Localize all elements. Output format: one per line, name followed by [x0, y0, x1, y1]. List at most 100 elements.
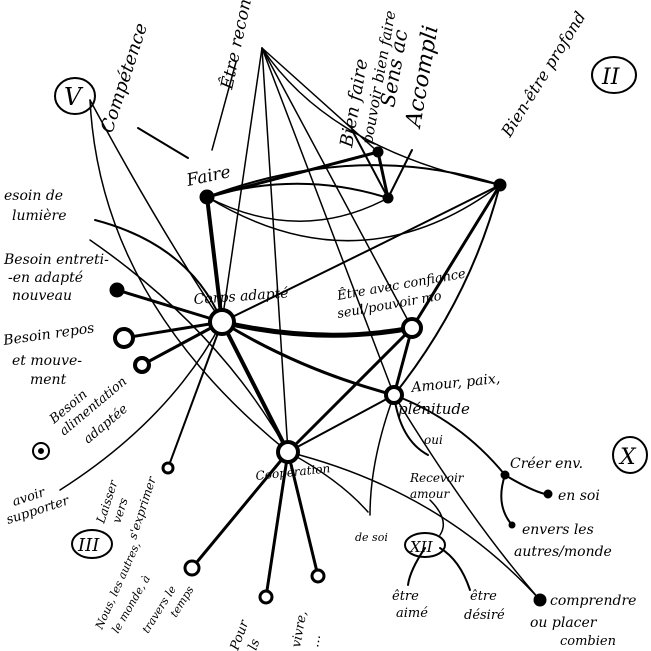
- edge-alim-corps: [140, 320, 224, 367]
- edge-amour-comprendre: [393, 394, 541, 601]
- edge-bienfaire-confiance: [376, 150, 390, 200]
- edge-confiance-amour: [392, 326, 414, 397]
- label-cooperation: Coopération: [255, 461, 331, 483]
- edge-top-coop: [261, 47, 289, 453]
- edge-entretien-corps: [115, 288, 224, 324]
- roman-markers: V II III XII X: [54, 56, 648, 559]
- edge-xii-desire: [439, 547, 471, 591]
- marker-xii-ring: [404, 532, 446, 558]
- node-corps-adapte: [208, 308, 236, 336]
- label-bien-etre: Bien-être profond: [497, 8, 590, 141]
- node-vivre: [310, 568, 326, 584]
- edge-accomplir: [351, 129, 389, 199]
- marker-ii: II: [601, 65, 621, 90]
- edge-coop-comprendre: [287, 451, 541, 601]
- node-bien-faire: [372, 146, 384, 158]
- edge-amour-desoi: [369, 394, 395, 516]
- label-pour-2: ls: [246, 637, 264, 651]
- marker-xii: XII: [409, 538, 434, 556]
- label-lumiere-1: esoin de: [4, 188, 63, 204]
- marker-x: X: [618, 445, 637, 470]
- edge-confiance-coop: [286, 326, 414, 454]
- edge-top-bienetre: [261, 47, 501, 186]
- edge-corps-confiance: [219, 319, 415, 338]
- node-nous-autres: [183, 559, 201, 577]
- label-entretien-3: nouveau: [12, 288, 72, 304]
- label-vivre-2: …: [307, 633, 324, 648]
- edge-top-amour: [261, 47, 395, 396]
- label-etre-desire-2: désiré: [464, 608, 505, 623]
- node-confiance-top: [382, 192, 394, 204]
- label-de-soi: de soi: [355, 531, 388, 544]
- label-envers-1: envers les: [522, 522, 594, 538]
- edge-top-confiance: [261, 47, 413, 329]
- node-besoin-entretien: [109, 282, 125, 298]
- node-comprendre: [533, 593, 547, 607]
- node-bullet-left-dot: [38, 448, 44, 454]
- label-etre-aime-2: aimé: [396, 606, 428, 621]
- edge-recevoir-xii: [429, 499, 445, 536]
- label-etre-reconnu: Être reconnu: [216, 0, 260, 92]
- node-envers: [508, 521, 516, 529]
- edge-laisser-corps: [167, 321, 223, 469]
- marker-v: V: [64, 83, 84, 111]
- edge-faire-bienetre-lower: [206, 184, 501, 242]
- edge-repos-corps: [122, 320, 224, 340]
- label-creer-env: Créer env.: [510, 456, 583, 472]
- edge-confiance-bienetre: [410, 183, 502, 330]
- marker-x-ring: [612, 436, 648, 474]
- label-repos-3: ment: [30, 372, 67, 388]
- edge-faire-corps: [205, 195, 224, 324]
- edge-corps-amour: [220, 320, 396, 397]
- edge-competence: [137, 127, 189, 159]
- edge-top-corps: [221, 47, 263, 323]
- marker-iii: III: [77, 535, 100, 556]
- edge-faire-confiance: [206, 182, 389, 199]
- node-creer-env: [500, 470, 510, 480]
- label-etre-aime-1: être: [392, 589, 419, 604]
- label-comprendre-1: comprendre: [550, 593, 636, 609]
- label-competence: Compétence: [97, 21, 152, 136]
- label-repos-1: Besoin repos: [1, 320, 95, 349]
- label-laisser-3: s'exprimer: [126, 474, 160, 541]
- label-entretien-2: -en adapté: [8, 270, 83, 286]
- label-corps-adapte: Corps adapté: [193, 285, 289, 308]
- edge-supporter-corps: [59, 321, 223, 491]
- label-oui: oui: [424, 433, 443, 447]
- label-lumiere-2: lumière: [12, 208, 67, 224]
- label-comprendre-2: ou placer: [530, 615, 598, 631]
- edge-amour-creer: [393, 394, 506, 476]
- edge-top-faire: [211, 61, 237, 151]
- node-besoin-alimentation: [133, 356, 151, 374]
- edge-faire-confiance-lower: [206, 196, 389, 222]
- edge-v-corps: [89, 99, 223, 323]
- node-besoin-repos: [113, 327, 135, 349]
- edges: [59, 47, 546, 601]
- label-comprendre-3: combien: [560, 634, 616, 649]
- node-en-soi: [543, 489, 553, 499]
- marker-iii-ring: [71, 529, 113, 559]
- label-vivre-1: vivre,: [289, 610, 310, 649]
- node-cooperation: [276, 440, 300, 464]
- edge-faire-bienetre: [206, 164, 501, 198]
- label-recevoir-1: Recevoir: [409, 471, 465, 485]
- edge-xii-aime: [407, 547, 426, 586]
- edge-left-coop: [89, 239, 289, 453]
- edge-sens: [387, 149, 413, 199]
- edge-coop-desoi: [287, 451, 369, 513]
- edge-amour-coop: [287, 394, 395, 453]
- label-repos-2: et mouve-: [12, 353, 82, 369]
- label-entretien-1: Besoin entreti-: [3, 252, 109, 268]
- node-pour: [258, 589, 274, 605]
- edge-creer-ensoi: [504, 474, 546, 495]
- node-laisser: [161, 461, 175, 475]
- node-bien-etre: [493, 178, 507, 192]
- node-etre-confiance: [401, 317, 423, 339]
- edge-coop-nous: [190, 450, 290, 570]
- edge-lumiere-corps: [94, 219, 223, 323]
- label-faire: Faire: [184, 162, 233, 191]
- label-amour-2: plénitude: [398, 400, 470, 418]
- edge-corps-coop: [220, 320, 290, 454]
- node-faire: [199, 189, 215, 205]
